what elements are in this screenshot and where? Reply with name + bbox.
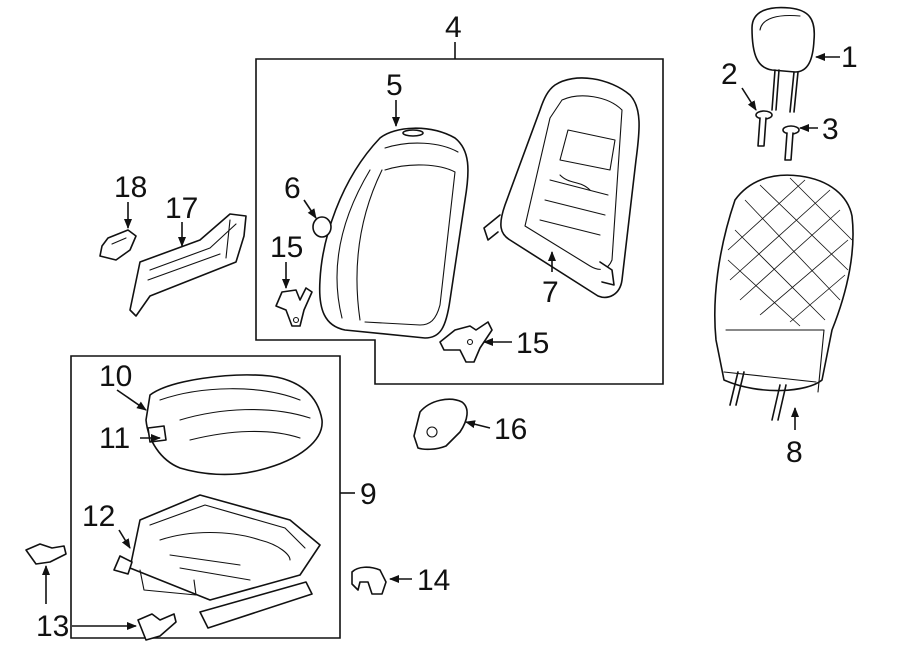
clip-part-13-lower: [137, 613, 177, 641]
leader-16: [465, 420, 491, 429]
callout-18: 18: [114, 171, 147, 204]
bracket-part-15-left: [275, 287, 313, 327]
knob-part-6: [312, 216, 332, 238]
callout-3: 3: [822, 113, 839, 146]
bracket-part-15-right: [439, 321, 493, 363]
callout-10: 10: [99, 360, 132, 393]
leader-12: [118, 529, 131, 549]
callout-15-right: 15: [516, 327, 549, 360]
bracket-part-14: [351, 566, 387, 595]
seat-cushion-group-box: [70, 355, 341, 639]
seat-back-frame-part-7: [483, 77, 640, 299]
callout-5: 5: [386, 69, 403, 102]
callout-7: 7: [542, 276, 559, 309]
leader-lines: [42, 53, 840, 630]
callout-16: 16: [494, 413, 527, 446]
callout-17: 17: [165, 192, 198, 225]
leader-6: [303, 199, 317, 219]
seat-cushion-frame-part-12: [113, 494, 321, 629]
clip-part-13-upper: [25, 543, 67, 565]
callout-15-left: 15: [270, 231, 303, 264]
callout-9: 9: [360, 478, 377, 511]
headrest-guide-part-3: [782, 125, 800, 161]
callout-12: 12: [82, 500, 115, 533]
leader-10: [116, 389, 147, 411]
side-shield-part-17: [129, 213, 247, 317]
callout-14: 14: [417, 564, 450, 597]
callout-11: 11: [99, 422, 130, 455]
clip-part-18: [99, 229, 137, 261]
trim-part-11: [147, 425, 167, 443]
cover-part-16: [413, 398, 468, 451]
callout-4: 4: [445, 11, 462, 44]
callout-8: 8: [786, 436, 803, 469]
headrest-guide-part-2: [755, 110, 773, 147]
leader-2: [741, 87, 757, 111]
seat-back-frame-part-8: [714, 174, 854, 421]
headrest-part: [751, 6, 816, 113]
callout-2: 2: [721, 58, 738, 91]
callout-6: 6: [284, 172, 301, 205]
seat-back-cover-part-5: [318, 127, 469, 339]
callout-1: 1: [841, 41, 858, 74]
callout-13: 13: [36, 610, 69, 643]
seat-cushion-cover-part-10: [145, 374, 323, 476]
callout-labels: 1 2 3 4 5 6 7 8 9 10 11 12 13 14 15 15 1…: [36, 11, 858, 643]
seat-back-group-box: [255, 58, 664, 385]
